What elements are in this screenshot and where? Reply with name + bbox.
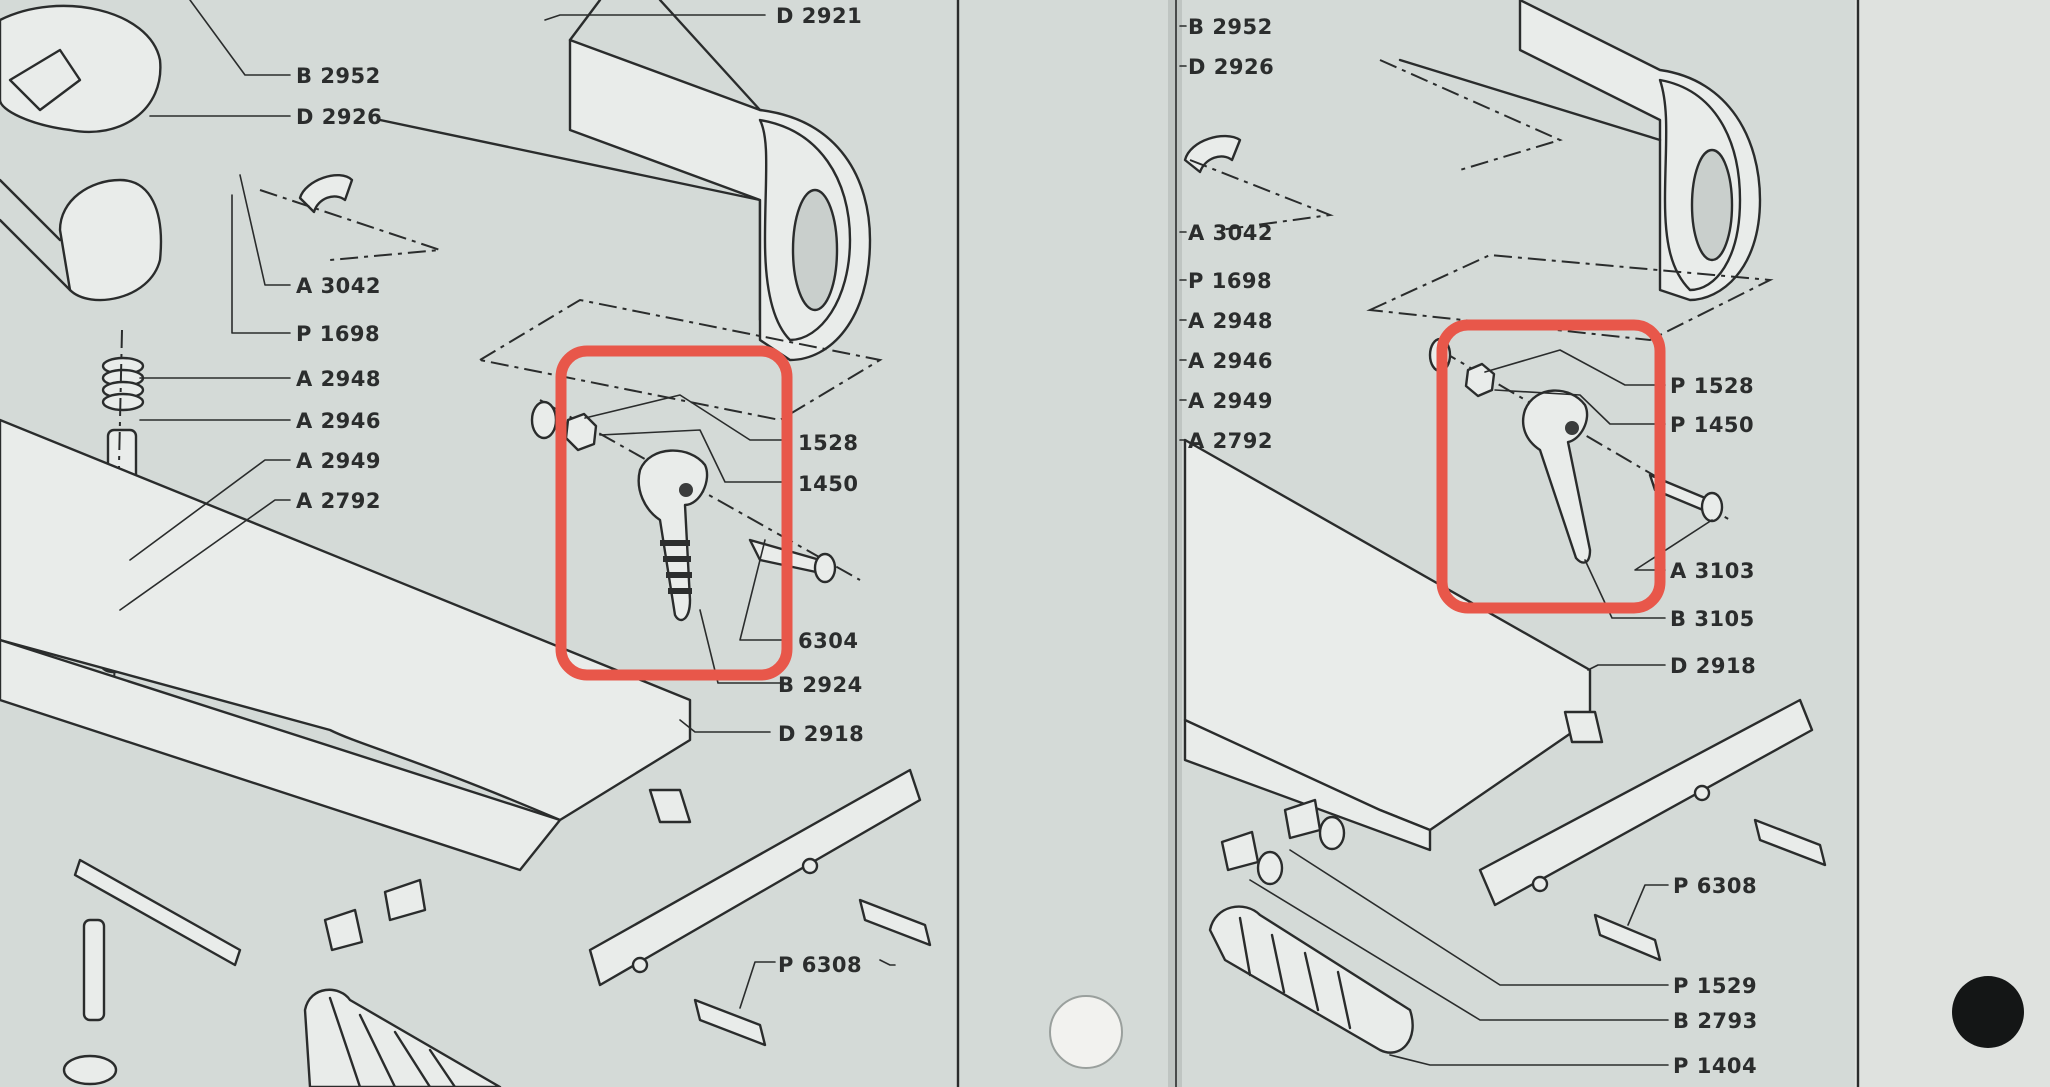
label-p1529-right: P 1529 bbox=[1673, 974, 1757, 998]
label-a3103-right: A 3103 bbox=[1670, 559, 1755, 583]
label-b2952-left: B 2952 bbox=[296, 64, 381, 88]
left-leader-lines bbox=[119, 0, 896, 1009]
label-p1404-right: P 1404 bbox=[1673, 1054, 1757, 1078]
label-p1698-right: P 1698 bbox=[1188, 269, 1272, 293]
label-b2952-right: B 2952 bbox=[1188, 15, 1273, 39]
right-arm-upper-edge bbox=[1398, 58, 1662, 142]
right-rail-hole-2 bbox=[1693, 784, 1711, 802]
left-handle-screw bbox=[679, 483, 693, 497]
left-screw-upper bbox=[858, 898, 932, 947]
left-rail-hole-1 bbox=[631, 956, 649, 974]
label-d2918-left: D 2918 bbox=[778, 722, 864, 746]
label-1450-left: 1450 bbox=[798, 472, 858, 496]
left-block-2 bbox=[383, 878, 427, 922]
label-1528-left: 1528 bbox=[798, 431, 858, 455]
left-dashed-outline bbox=[477, 298, 883, 422]
label-d2926-left: D 2926 bbox=[296, 105, 382, 129]
label-6304-left: 6304 bbox=[798, 629, 858, 653]
right-clip-dashline bbox=[1189, 159, 1334, 231]
left-short-stud bbox=[82, 918, 106, 1022]
left-bottom-washer bbox=[62, 1054, 118, 1086]
label-a2949-right: A 2949 bbox=[1188, 389, 1273, 413]
binder-hole-right bbox=[1952, 976, 2024, 1048]
right-grip-ribs bbox=[1238, 916, 1352, 1030]
right-handle-screw bbox=[1565, 421, 1579, 435]
right-upper-dashline bbox=[1379, 59, 1563, 171]
left-end-piece-top bbox=[568, 0, 762, 112]
label-d2921-left: D 2921 bbox=[776, 4, 862, 28]
left-arm-side bbox=[0, 638, 562, 872]
left-long-stud bbox=[73, 858, 242, 967]
left-bolt-head bbox=[813, 552, 837, 584]
label-a2948-left: A 2948 bbox=[296, 367, 381, 391]
right-bolt-head bbox=[1700, 491, 1724, 523]
left-clip-dashline bbox=[259, 189, 441, 261]
right-block-1 bbox=[1563, 710, 1604, 744]
left-grip-sleeve bbox=[303, 988, 502, 1087]
label-d2918-right: D 2918 bbox=[1670, 654, 1756, 678]
left-end-slot bbox=[791, 188, 839, 312]
left-diagram bbox=[0, 0, 932, 1087]
label-a2792-right: A 2792 bbox=[1188, 429, 1273, 453]
left-screw-lower bbox=[693, 998, 767, 1047]
right-washer-3 bbox=[1256, 850, 1284, 886]
left-bracket-cutout bbox=[8, 48, 82, 112]
right-end-slot bbox=[1690, 148, 1734, 262]
highlight-box-left bbox=[555, 345, 793, 681]
left-part-labels: B 2952 D 2926 D 2921 A 3042 P 1698 A 294… bbox=[296, 4, 864, 977]
left-grip-ribs bbox=[328, 996, 457, 1087]
label-a3042-left: A 3042 bbox=[296, 274, 381, 298]
right-foot-rail bbox=[1478, 698, 1814, 907]
right-diagram bbox=[1183, 0, 1827, 1054]
label-a2948-right: A 2948 bbox=[1188, 309, 1273, 333]
highlight-box-right bbox=[1436, 319, 1666, 614]
left-handle-grip bbox=[660, 540, 692, 594]
left-arm-plate bbox=[0, 418, 692, 822]
right-rail-hole-1 bbox=[1531, 875, 1549, 893]
label-p1528-right: P 1528 bbox=[1670, 374, 1754, 398]
left-pedestal bbox=[58, 178, 163, 302]
left-washer bbox=[530, 400, 558, 440]
left-rail-hole-2 bbox=[801, 857, 819, 875]
left-block-3 bbox=[323, 908, 364, 952]
right-leader-lines bbox=[1179, 25, 1713, 1066]
label-p1450-right: P 1450 bbox=[1670, 413, 1754, 437]
right-washer-2 bbox=[1318, 815, 1346, 851]
label-p6308-right: P 6308 bbox=[1673, 874, 1757, 898]
right-screw-lower bbox=[1593, 913, 1662, 962]
label-a2946-right: A 2946 bbox=[1188, 349, 1273, 373]
left-pedestal-arm bbox=[0, 178, 72, 292]
label-a3042-right: A 3042 bbox=[1188, 221, 1273, 245]
page-frame bbox=[956, 0, 1860, 1087]
right-dashed-outline bbox=[1366, 253, 1774, 342]
label-b2924-left: B 2924 bbox=[778, 673, 863, 697]
label-p1698-left: P 1698 bbox=[296, 322, 380, 346]
paper-right-margin bbox=[1855, 0, 2050, 1087]
label-d2926-right: D 2926 bbox=[1188, 55, 1274, 79]
page-fold bbox=[1168, 0, 1182, 1087]
right-screw-upper bbox=[1753, 818, 1827, 867]
left-bracket-top bbox=[0, 4, 162, 134]
label-a2946-left: A 2946 bbox=[296, 409, 381, 433]
label-a2949-left: A 2949 bbox=[296, 449, 381, 473]
right-part-labels: B 2952 D 2926 A 3042 P 1698 A 2948 A 294… bbox=[1188, 15, 1758, 1078]
label-b3105-right: B 3105 bbox=[1670, 607, 1755, 631]
binder-hole-left bbox=[1049, 995, 1123, 1069]
label-b2793-right: B 2793 bbox=[1673, 1009, 1758, 1033]
left-clip bbox=[298, 174, 354, 214]
left-block-1 bbox=[648, 788, 692, 824]
left-foot-rail bbox=[588, 768, 922, 987]
label-p6308-left: P 6308 bbox=[778, 953, 862, 977]
right-arm-side bbox=[1183, 718, 1432, 852]
label-a2792-left: A 2792 bbox=[296, 489, 381, 513]
